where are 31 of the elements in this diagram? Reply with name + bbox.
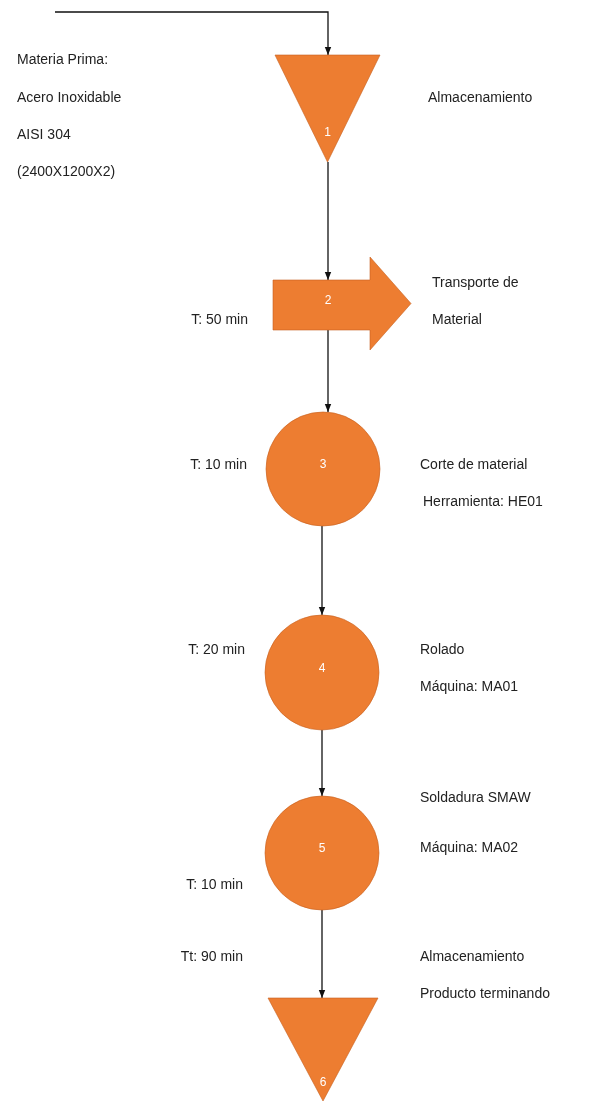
arrow [318, 525, 326, 616]
arrow [54, 11, 332, 56]
step-number: 3 [319, 457, 327, 472]
material-note: (2400X1200X2) [17, 162, 116, 181]
step-description: Rolado [420, 640, 465, 659]
step-number: 4 [318, 660, 326, 675]
material-note: Materia Prima: [17, 50, 109, 69]
arrow [324, 161, 332, 281]
time-label: T: 10 min [186, 875, 243, 894]
step-description: Producto terminando [420, 984, 550, 1003]
step-description: Almacenamiento [420, 947, 525, 966]
total-time-label: Tt: 90 min [180, 947, 243, 966]
step-description: Soldadura SMAW [420, 788, 531, 807]
time-label: T: 20 min [188, 640, 245, 659]
step-description: Corte de material [420, 455, 528, 474]
step-number: 6 [319, 1075, 327, 1090]
material-note: AISI 304 [17, 125, 71, 144]
time-label: T: 10 min [190, 455, 247, 474]
step-description: Almacenamiento [428, 88, 533, 107]
arrow [324, 329, 332, 413]
step-description: Máquina: MA01 [420, 677, 519, 696]
step-number: 1 [324, 125, 331, 140]
step-description: Herramienta: HE01 [423, 492, 543, 511]
arrow [318, 729, 326, 797]
step-number: 2 [324, 292, 332, 307]
step-number: 5 [318, 841, 326, 856]
arrow [318, 909, 326, 999]
time-label: T: 50 min [191, 310, 248, 329]
step-description: Máquina: MA02 [420, 838, 519, 857]
material-note: Acero Inoxidable [17, 88, 122, 107]
step-description: Transporte de Material [432, 273, 520, 329]
